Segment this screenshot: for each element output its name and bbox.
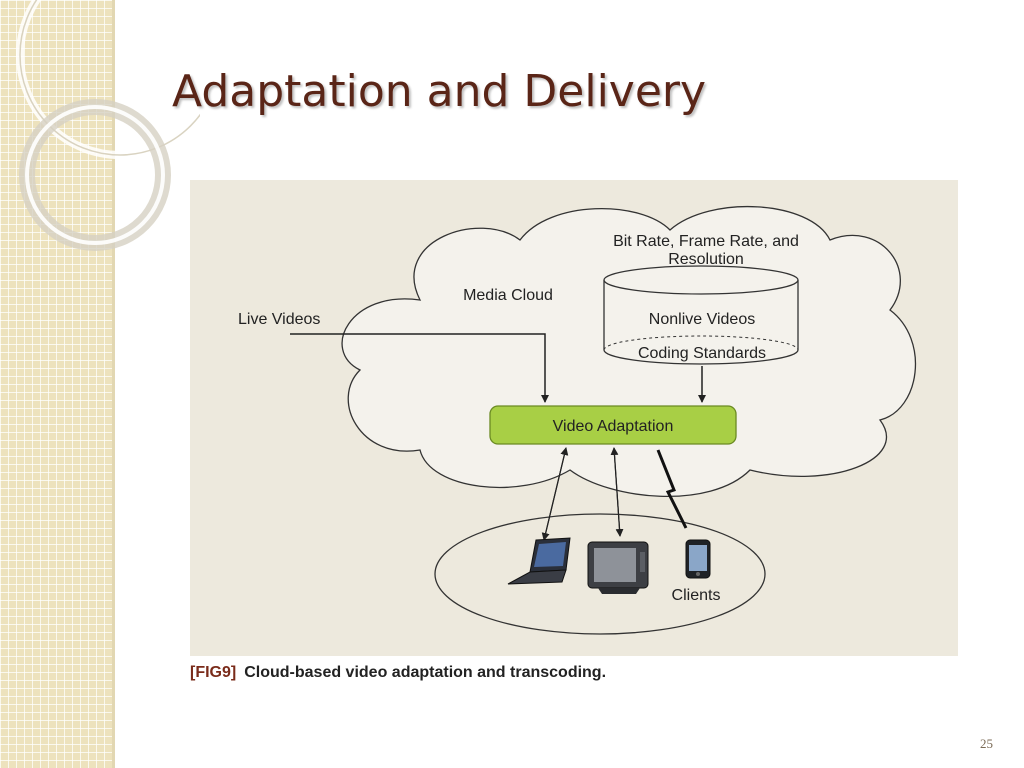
bit-rate-label-line2: Resolution — [668, 251, 744, 268]
decorative-circles — [16, 0, 200, 251]
bit-rate-label-line1: Bit Rate, Frame Rate, and — [613, 233, 799, 250]
phone-icon — [685, 539, 711, 579]
tv-icon — [587, 541, 649, 594]
laptop-link-arrow — [541, 447, 569, 541]
live-videos-label: Live Videos — [238, 311, 320, 328]
nonlive-videos-cylinder — [603, 265, 799, 365]
figure-caption-tag: [FIG9] — [190, 664, 237, 681]
clients-label: Clients — [672, 587, 721, 604]
coding-standards-label: Coding Standards — [638, 345, 766, 362]
slide-title: Adaptation and Delivery — [172, 66, 707, 117]
live-videos-arrow — [290, 333, 549, 403]
wireless-link-bolt-icon — [656, 449, 688, 529]
figure-caption-text: Cloud-based video adaptation and transco… — [244, 664, 607, 681]
cloud-video-adaptation-figure: Bit Rate, Frame Rate, and Resolution Med… — [190, 180, 958, 656]
video-adaptation-box — [489, 405, 737, 445]
side-strip-border — [112, 0, 115, 768]
clients-ellipse — [434, 513, 766, 635]
laptop-icon — [507, 537, 571, 585]
video-adaptation-label: Video Adaptation — [553, 418, 674, 435]
tv-link-arrow — [610, 447, 624, 537]
figure-caption: [FIG9] Cloud-based video adaptation and t… — [190, 664, 606, 682]
nonlive-videos-label: Nonlive Videos — [649, 311, 755, 328]
page-number: 25 — [980, 736, 993, 751]
media-cloud-label: Media Cloud — [463, 287, 553, 304]
